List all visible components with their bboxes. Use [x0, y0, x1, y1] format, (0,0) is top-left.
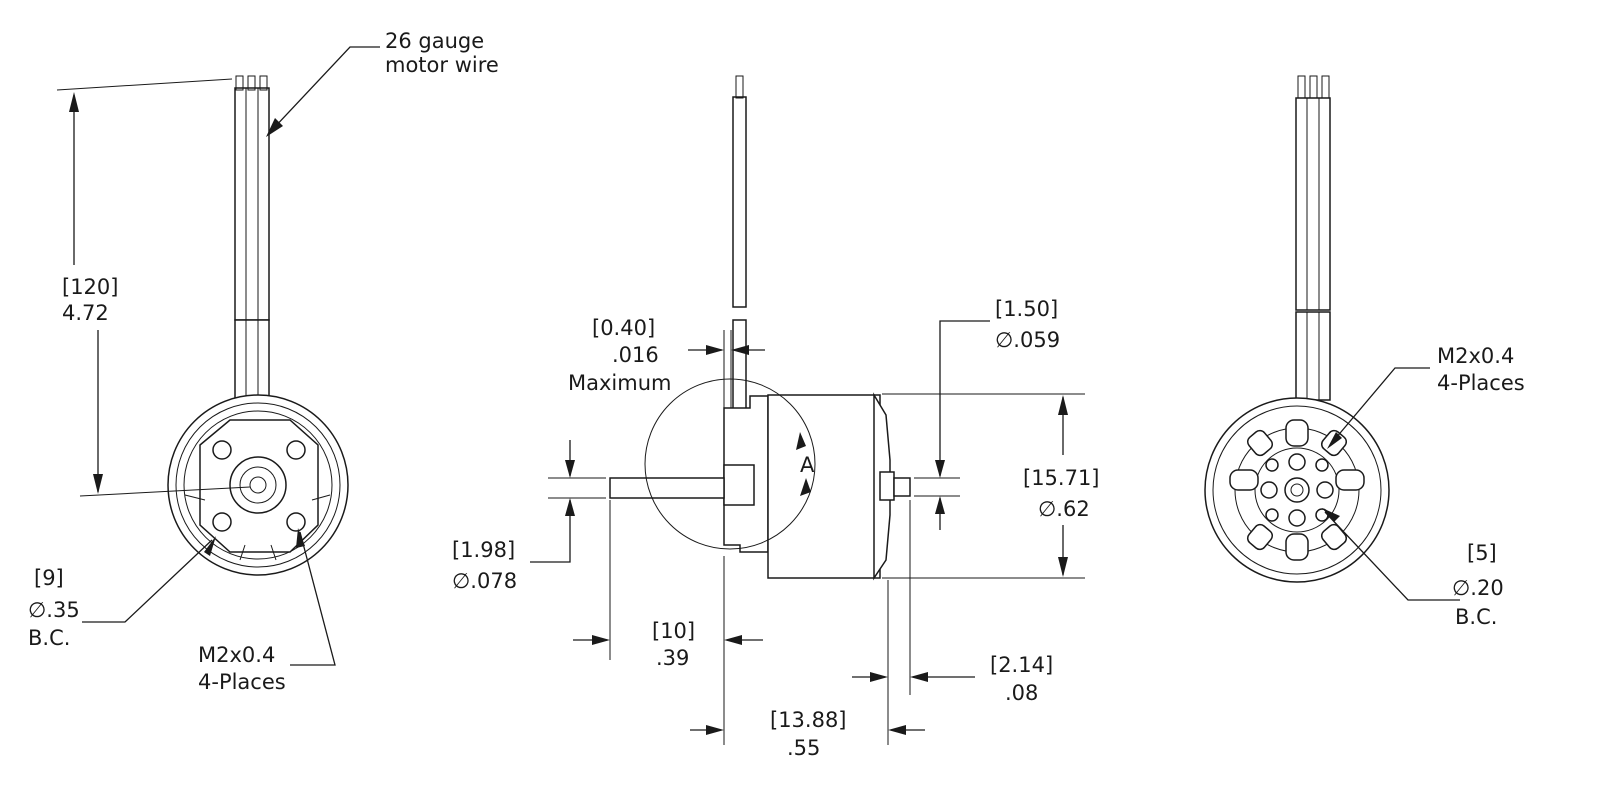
right-motor-wires	[1295, 75, 1331, 401]
front-shaft	[609, 477, 725, 499]
body-len-imperial: .55	[787, 736, 820, 760]
front-shaft-len-imperial: .39	[656, 646, 689, 670]
left-bc-label: B.C.	[28, 626, 70, 650]
rear-shaft-imperial: ∅.059	[995, 328, 1060, 352]
right-thread-line1: M2x0.4	[1437, 344, 1514, 368]
right-bc-leader	[1324, 511, 1460, 601]
body-len-metric: [13.88]	[770, 708, 847, 732]
side-wire-lower	[732, 319, 747, 411]
left-bc-imperial: ∅.35	[28, 598, 80, 622]
left-motor-wires	[234, 75, 270, 441]
left-thread-line2: 4-Places	[198, 670, 286, 694]
left-view	[56, 46, 380, 666]
rear-shaft-len-metric: [2.14]	[990, 653, 1053, 677]
left-bc-metric: [9]	[34, 566, 64, 590]
left-length-imperial: 4.72	[62, 301, 109, 325]
rear-shaft-len-imperial: .08	[1005, 681, 1038, 705]
right-thread-leader	[1329, 367, 1430, 446]
right-bc-imperial: ∅.20	[1452, 576, 1504, 600]
wire-note-line1: 26 gauge	[385, 29, 484, 53]
side-wire-upper	[732, 96, 747, 308]
right-thread-line2: 4-Places	[1437, 371, 1525, 395]
left-length-dimension	[56, 78, 251, 497]
right-bc-label: B.C.	[1455, 605, 1497, 629]
detail-label-a: A	[800, 453, 815, 477]
body-metric: [15.71]	[1023, 466, 1100, 490]
side-view	[530, 75, 1085, 745]
flange-maximum: Maximum	[568, 371, 671, 395]
front-shaft-imperial: ∅.078	[452, 569, 517, 593]
rear-shaft	[893, 477, 911, 497]
right-view	[1204, 75, 1460, 601]
front-shaft-len-metric: [10]	[652, 619, 695, 643]
rear-shaft-metric: [1.50]	[995, 297, 1058, 321]
wire-leader	[266, 46, 380, 137]
flange-imperial: .016	[612, 343, 659, 367]
motor-body	[767, 394, 881, 579]
right-motor-face	[1204, 397, 1390, 583]
left-thread-leader	[290, 528, 336, 666]
left-motor-face	[167, 394, 349, 576]
body-imperial: ∅.62	[1038, 497, 1090, 521]
flange-metric: [0.40]	[592, 316, 655, 340]
detail-circle-a	[644, 378, 816, 550]
right-bc-metric: [5]	[1467, 541, 1497, 565]
wire-note-line2: motor wire	[385, 53, 499, 77]
front-shaft-metric: [1.98]	[452, 538, 515, 562]
left-bc-leader	[82, 536, 216, 623]
left-thread-line1: M2x0.4	[198, 643, 275, 667]
left-length-metric: [120]	[62, 275, 118, 299]
